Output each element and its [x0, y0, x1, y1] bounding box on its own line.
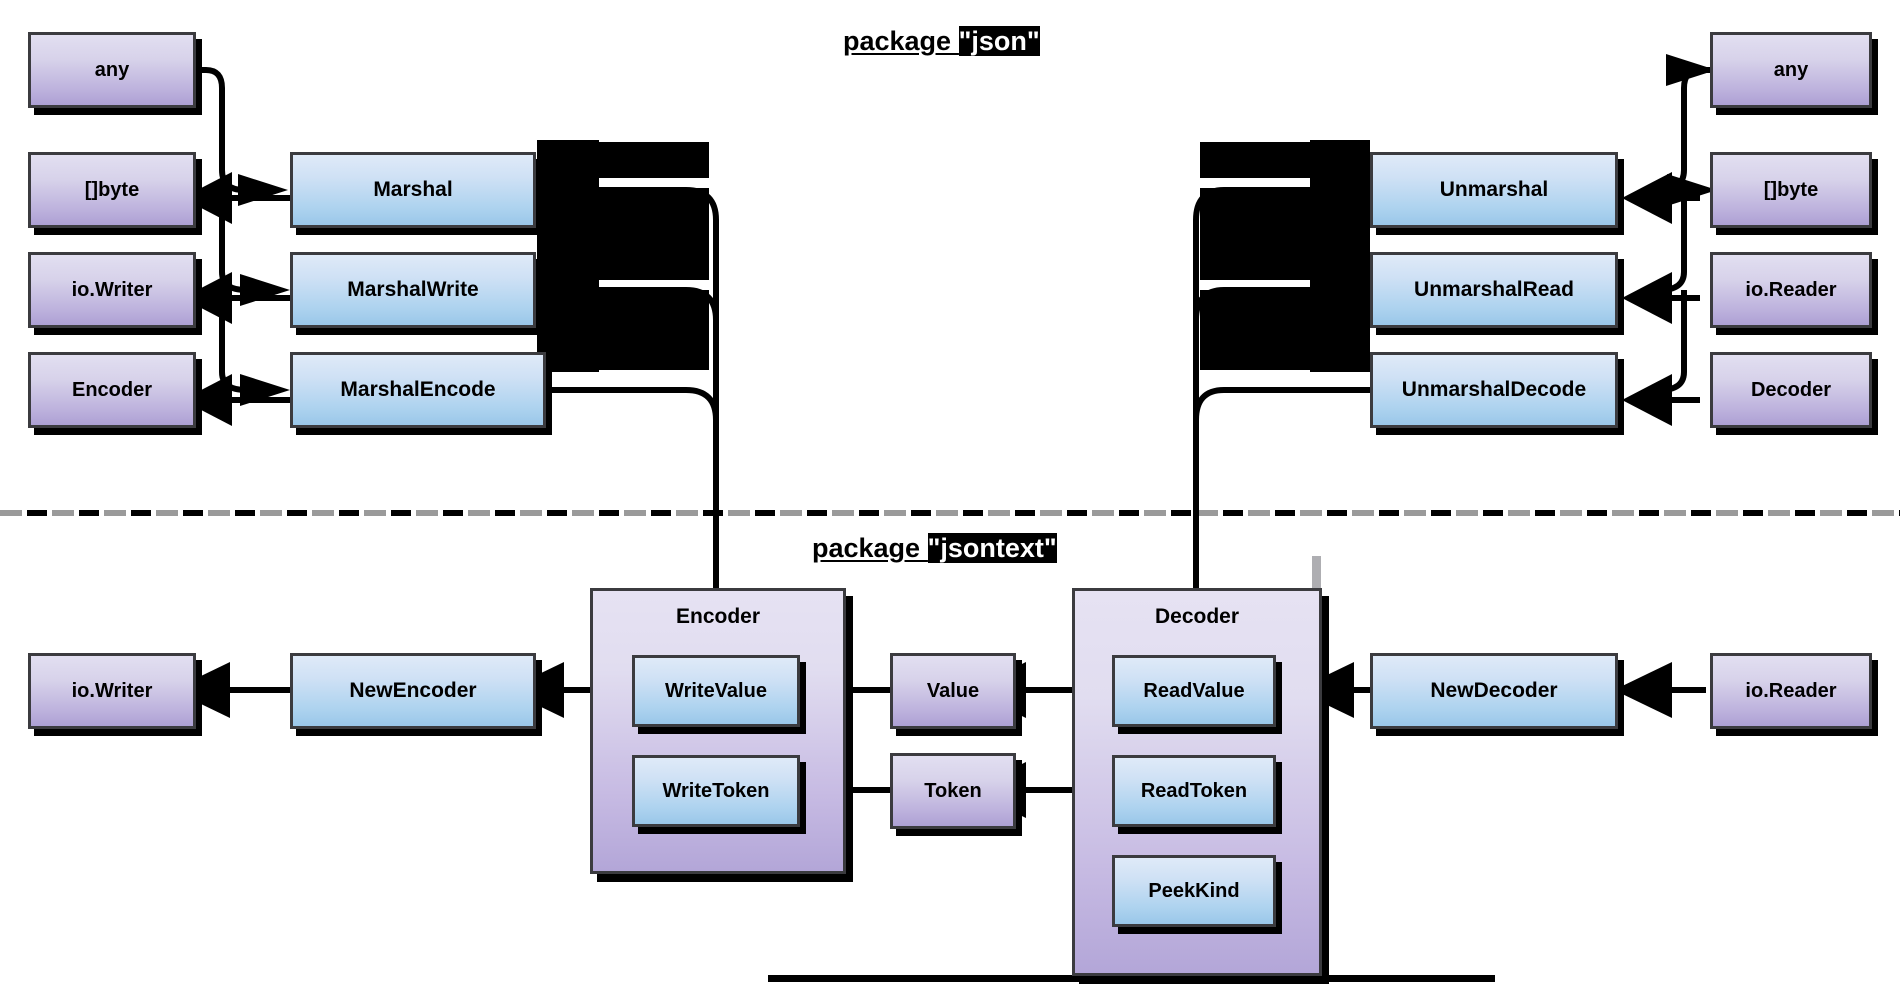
- node-type-decoder-top[interactable]: Decoder: [1710, 352, 1872, 428]
- node-method-peekkind[interactable]: PeekKind: [1112, 855, 1276, 927]
- package-title-json-name: "json": [958, 26, 1040, 56]
- container-encoder[interactable]: Encoder: [590, 588, 846, 874]
- node-func-newdecoder[interactable]: NewDecoder: [1370, 653, 1618, 729]
- node-func-unmarshal[interactable]: Unmarshal: [1370, 152, 1618, 228]
- arrowhead: [1614, 662, 1672, 718]
- arrowhead: [1622, 272, 1672, 324]
- node-type-iowriter-top[interactable]: io.Writer: [28, 252, 196, 328]
- node-method-writetoken[interactable]: WriteToken: [632, 755, 800, 827]
- node-type-token[interactable]: Token: [890, 753, 1016, 829]
- node-type-bytes-right[interactable]: []byte: [1710, 152, 1872, 228]
- node-method-readtoken[interactable]: ReadToken: [1112, 755, 1276, 827]
- bottom-rule: [768, 975, 1495, 982]
- wire-unmarshaldecode-to-any: [1659, 290, 1687, 393]
- package-title-json-prefix: package: [843, 26, 959, 56]
- node-func-marshal[interactable]: Marshal: [290, 152, 536, 228]
- node-type-ioreader-bottom[interactable]: io.Reader: [1710, 653, 1872, 729]
- arrowhead: [1622, 374, 1672, 426]
- render-artifact: [1310, 140, 1370, 372]
- node-type-any-right[interactable]: any: [1710, 32, 1872, 108]
- node-type-bytes-left[interactable]: []byte: [28, 152, 196, 228]
- package-title-jsontext-prefix: package: [812, 533, 928, 563]
- wire-marshalencode-to-encoder: [540, 387, 719, 588]
- container-encoder-title: Encoder: [675, 605, 761, 628]
- container-decoder-title: Decoder: [1154, 605, 1240, 628]
- wire-any-to-marshalencode: [219, 290, 247, 393]
- node-type-value[interactable]: Value: [890, 653, 1016, 729]
- wire-unmarshal-to-any: [1659, 67, 1710, 193]
- wire-any-to-marshalwrite: [219, 190, 247, 293]
- wire-any-to-marshal: [196, 67, 245, 193]
- node-type-iowriter-bottom[interactable]: io.Writer: [28, 653, 196, 729]
- arrowhead: [1666, 54, 1716, 86]
- arrowhead: [1622, 172, 1672, 224]
- node-func-newencoder[interactable]: NewEncoder: [290, 653, 536, 729]
- arrowhead: [240, 374, 290, 406]
- package-title-jsontext-name: "jsontext": [927, 533, 1057, 563]
- render-artifact: [537, 140, 599, 372]
- wire-unmarshaldecode-to-decoder: [1193, 387, 1370, 588]
- node-func-unmarshalread[interactable]: UnmarshalRead: [1370, 252, 1618, 328]
- node-func-unmarshaldecode[interactable]: UnmarshalDecode: [1370, 352, 1618, 428]
- node-type-encoder-top[interactable]: Encoder: [28, 352, 196, 428]
- wire-unmarshalread-to-any: [1659, 190, 1687, 293]
- node-method-readvalue[interactable]: ReadValue: [1112, 655, 1276, 727]
- node-func-marshalencode[interactable]: MarshalEncode: [290, 352, 546, 428]
- arrowhead: [238, 174, 288, 206]
- node-type-ioreader-top[interactable]: io.Reader: [1710, 252, 1872, 328]
- node-method-writevalue[interactable]: WriteValue: [632, 655, 800, 727]
- node-type-any-left[interactable]: any: [28, 32, 196, 108]
- render-artifact-gray: [1312, 556, 1321, 588]
- package-divider: [0, 510, 1900, 516]
- arrowhead: [240, 274, 290, 306]
- node-func-marshalwrite[interactable]: MarshalWrite: [290, 252, 536, 328]
- package-title-json: package "json": [843, 26, 1040, 57]
- package-title-jsontext: package "jsontext": [812, 533, 1057, 564]
